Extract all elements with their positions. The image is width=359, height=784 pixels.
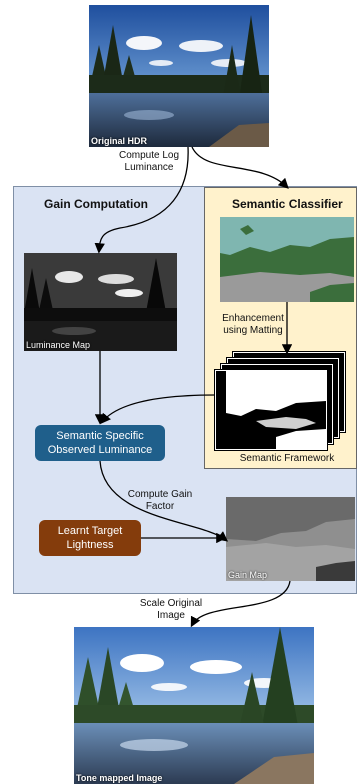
compute-gain-line-2: Factor (145, 501, 175, 512)
scale-line-2: Image (157, 610, 185, 621)
enhancement-label: Enhancement using Matting (212, 313, 294, 337)
gain-computation-title: Gain Computation (44, 197, 148, 211)
target-lightness-box: Learnt Target Lightness (39, 520, 141, 556)
target-line-2: Lightness (66, 539, 114, 551)
enhancement-line-1: Enhancement (222, 313, 284, 324)
compute-log-line-2: Luminance (124, 162, 174, 173)
tone-mapped-image: Tone mapped Image (74, 627, 314, 784)
observed-luminance-box: Semantic Specific Observed Luminance (35, 425, 165, 461)
tone-mapped-caption: Tone mapped Image (76, 773, 163, 783)
compute-log-label: Compute Log Luminance (108, 150, 190, 174)
compute-log-line-1: Compute Log (118, 150, 180, 161)
scale-label: Scale Original Image (130, 598, 212, 622)
arrow-original-to-classifier (191, 146, 289, 189)
original-hdr-image: Original HDR (89, 5, 269, 147)
gain-map-caption: Gain Map (228, 570, 268, 580)
scale-line-1: Scale Original (139, 598, 203, 609)
gain-map-image: Gain Map (226, 497, 355, 581)
enhancement-line-2: using Matting (223, 325, 283, 336)
segmentation-image (220, 217, 354, 302)
luminance-map-caption: Luminance Map (26, 340, 91, 350)
matte-layer-front (215, 370, 327, 450)
target-line-1: Learnt Target (57, 525, 123, 537)
observed-line-2: Observed Luminance (47, 444, 153, 456)
semantic-framework-label: Semantic Framework (239, 453, 335, 464)
matte-stack (215, 352, 345, 450)
luminance-map-image: Luminance Map (24, 253, 177, 351)
observed-line-1: Semantic Specific (56, 430, 144, 442)
compute-gain-label: Compute Gain Factor (120, 489, 200, 513)
semantic-classifier-title: Semantic Classifier (232, 197, 343, 211)
original-hdr-caption: Original HDR (91, 136, 148, 146)
compute-gain-line-1: Compute Gain (127, 489, 193, 500)
